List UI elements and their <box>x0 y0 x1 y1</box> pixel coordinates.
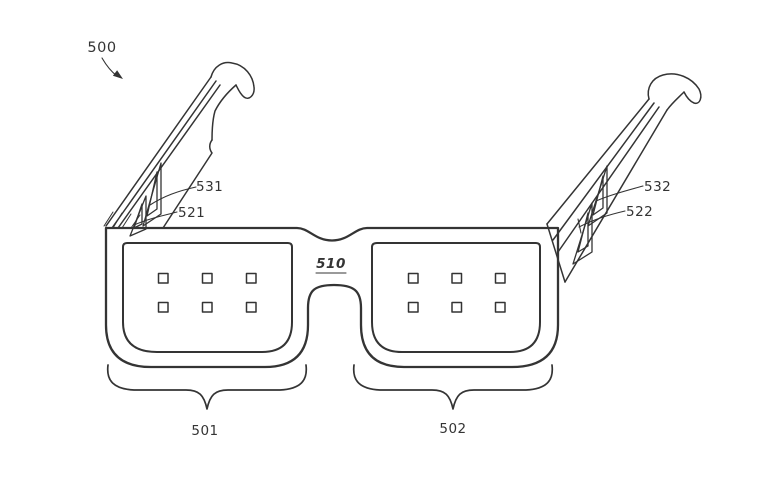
ref-500-arrowhead <box>112 70 123 79</box>
ref-521-leader <box>133 211 178 226</box>
right-temple-back-edge <box>564 109 668 283</box>
reference-numerals: 500 531 521 532 522 510 501 502 <box>87 40 671 439</box>
frame-outer-outline <box>104 226 560 369</box>
component-531-inner-outline <box>146 171 158 217</box>
right-ear-hook <box>647 73 702 105</box>
label-531: 531 <box>196 179 223 195</box>
label-522: 522 <box>626 204 653 220</box>
ref-531-leader <box>149 186 197 206</box>
lens-marker <box>407 272 419 284</box>
component-532-inner-outline <box>592 175 604 216</box>
component-522-inner-outline <box>577 212 589 253</box>
lens-marker <box>157 301 169 313</box>
lens-marker <box>201 301 213 313</box>
leader-lines <box>101 57 644 274</box>
label-510: 510 <box>316 256 346 272</box>
right-temple-end-cut <box>546 223 566 283</box>
right-lens-brace <box>352 364 554 410</box>
label-502: 502 <box>439 421 466 437</box>
left-temple-front-line-3 <box>117 84 221 229</box>
lens-marker <box>245 272 257 284</box>
left-temple-front-line-1 <box>105 76 212 227</box>
right-temple-front-line-1 <box>546 98 650 225</box>
lens-marker <box>494 272 506 284</box>
left-ear-hook <box>210 61 255 99</box>
left-temple-component-521 <box>129 195 147 237</box>
lens-marker <box>201 272 213 284</box>
left-lens-outline <box>122 242 293 353</box>
lens-marker <box>494 301 506 313</box>
right-temple-front-line-3 <box>557 106 660 253</box>
glasses-front-frame <box>104 226 560 369</box>
label-500: 500 <box>87 40 116 56</box>
left-temple-arm <box>103 61 255 237</box>
ref-500-arrow-line <box>101 57 118 77</box>
right-lens-marker-grid <box>407 272 506 313</box>
lens-marker <box>451 301 463 313</box>
right-lens-outline <box>371 242 541 353</box>
label-532: 532 <box>644 179 671 195</box>
left-ear-hook-inner <box>211 84 237 141</box>
left-temple-component-531 <box>142 162 162 227</box>
right-temple-arm <box>546 73 702 283</box>
left-lens-marker-grid <box>157 272 257 313</box>
ref-532-leader <box>595 185 644 202</box>
label-521: 521 <box>178 205 205 221</box>
hatch-line <box>112 212 123 229</box>
lens-marker <box>407 301 419 313</box>
hatch-line <box>121 213 132 229</box>
right-temple-component-522 <box>572 202 593 265</box>
ref-522-leader-tick <box>577 218 582 234</box>
lens-marker <box>245 301 257 313</box>
reference-braces <box>106 364 554 410</box>
lens-marker <box>451 272 463 284</box>
left-lens-brace <box>106 364 308 410</box>
lens-marker <box>157 272 169 284</box>
ref-522-leader <box>578 210 626 228</box>
label-501: 501 <box>191 423 218 439</box>
hatch-line <box>103 211 114 227</box>
left-temple-back-edge <box>162 139 213 229</box>
component-521-inner-outline <box>133 203 143 229</box>
left-temple-front-line-2 <box>111 80 217 229</box>
right-ear-hook-inner <box>666 91 685 111</box>
right-temple-front-line-2 <box>552 102 655 241</box>
